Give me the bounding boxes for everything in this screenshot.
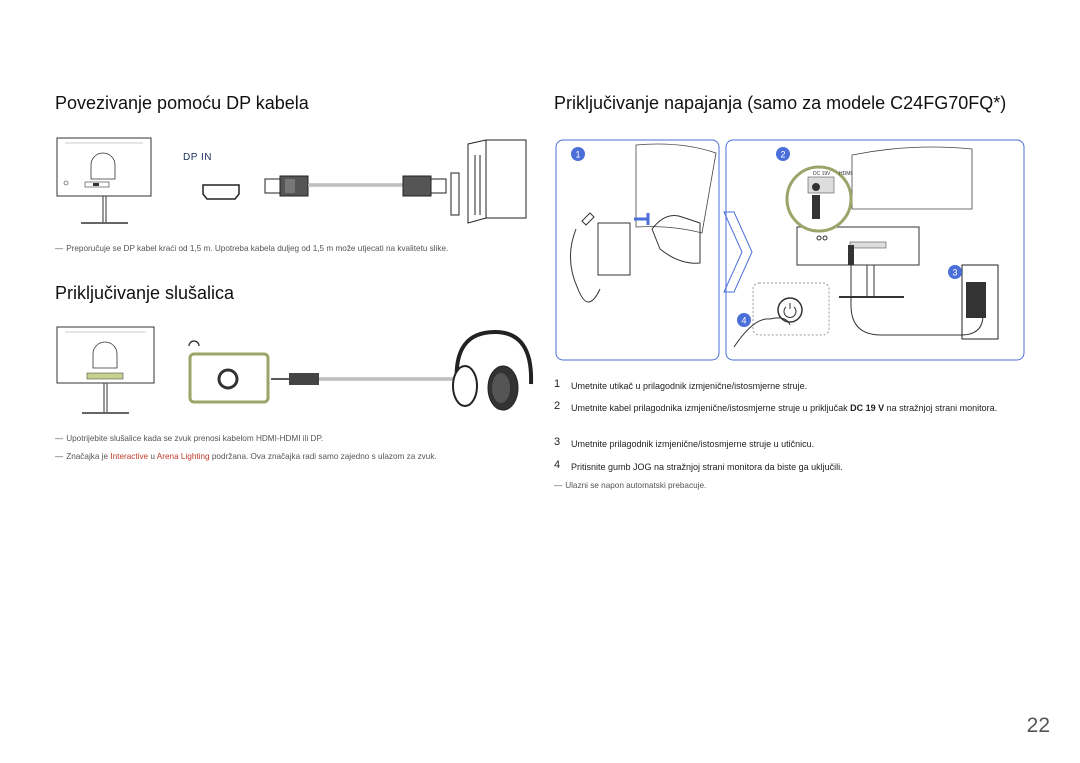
step-badges: 1 2 3 4 — [571, 147, 962, 327]
badge-2-icon: 2 — [776, 147, 790, 161]
headphones-icon — [452, 329, 534, 411]
dp-cable-note-text: Preporučuje se DP kabel kraći od 1,5 m. … — [66, 244, 449, 253]
note-2-post: podržana. Ova značajka radi samo zajedno… — [209, 452, 437, 461]
dc-port-label: DC 19V — [813, 171, 831, 177]
headphone-note-1-text: Upotrijebite slušalice kada se zvuk pren… — [66, 434, 324, 443]
step-4: 4 Pritisnite gumb JOG na stražnjoj stran… — [554, 459, 1024, 475]
step-text: Umetnite utikač u prilagodnik izmjenične… — [571, 381, 808, 391]
step-text: Umetnite kabel prilagodnika izmjenične/i… — [571, 401, 1016, 415]
badge-3-label: 3 — [952, 268, 957, 278]
note-dash: ― — [55, 244, 64, 253]
power-section-title: Priključivanje napajanja (samo za modele… — [554, 93, 1007, 113]
badge-4-icon: 4 — [737, 313, 751, 327]
step-2-pre: Umetnite kabel prilagodnika izmjenične/i… — [571, 403, 851, 413]
note-2-mid: u — [148, 452, 157, 461]
headphone-jack-port-icon — [188, 340, 270, 404]
headphone-cable-icon — [271, 373, 455, 385]
step-1: 1 Umetnite utikač u prilagodnik izmjenič… — [554, 378, 1024, 394]
step-number: 2 — [554, 400, 561, 412]
step-number: 4 — [554, 459, 561, 471]
dp-cable-icon — [264, 175, 447, 197]
step-text: Umetnite prilagodnik izmjenične/istosmje… — [571, 439, 815, 449]
headphone-connection-illustration — [56, 326, 534, 414]
headphone-note-1: ―Upotrijebite slušalice kada se zvuk pre… — [55, 434, 323, 443]
headphone-note-2: ―Značajka je Interactive u Arena Lightin… — [55, 452, 437, 461]
dc-19v-bold: DC 19 V — [850, 403, 885, 413]
panel-step-1 — [555, 139, 720, 361]
badge-1-icon: 1 — [571, 147, 585, 161]
badge-2-label: 2 — [780, 150, 785, 160]
page-number: 22 — [1026, 714, 1050, 737]
panel-step-2-3-4 — [725, 139, 1025, 361]
dp-in-label: DP IN — [183, 152, 212, 163]
step-2: 2 Umetnite kabel prilagodnika izmjenične… — [554, 400, 1024, 430]
badge-1-label: 1 — [575, 150, 580, 160]
step-number: 3 — [554, 436, 561, 448]
note-dash: ― — [55, 452, 64, 461]
badge-3-icon: 3 — [948, 265, 962, 279]
arrow-between-panels-icon — [723, 211, 753, 293]
note-2-pre: Značajka je — [66, 452, 111, 461]
power-note-text: Ulazni se napon automatski prebacuje. — [565, 481, 707, 490]
dp-connection-illustration — [56, 137, 527, 224]
pc-tower-icon — [450, 139, 527, 224]
power-note: ―Ulazni se napon automatski prebacuje. — [554, 481, 706, 490]
headphone-section-title: Priključivanje slušalica — [55, 283, 235, 303]
interactive-link: Interactive — [110, 452, 149, 461]
monitor-back-icon — [56, 137, 152, 224]
step-number: 1 — [554, 378, 561, 390]
note-dash: ― — [55, 434, 64, 443]
step-text: Pritisnite gumb JOG na stražnjoj strani … — [571, 462, 843, 472]
arena-lighting-link: Arena Lighting — [156, 452, 210, 461]
step-3: 3 Umetnite prilagodnik izmjenične/istosm… — [554, 436, 1024, 452]
step-2-post: na stražnjoj strani monitora. — [884, 403, 998, 413]
hdmi-port-label: HDMI — [839, 171, 852, 177]
monitor-back-icon — [56, 326, 155, 414]
dp-cable-note: ―Preporučuje se DP kabel kraći od 1,5 m.… — [55, 244, 448, 253]
note-dash: ― — [554, 481, 563, 490]
badge-4-label: 4 — [741, 316, 746, 326]
power-connection-illustration: 1 2 3 4 DC 19V HDMI — [555, 139, 1025, 361]
dp-section-title: Povezivanje pomoću DP kabela — [55, 93, 309, 113]
dp-port-icon — [202, 184, 240, 200]
